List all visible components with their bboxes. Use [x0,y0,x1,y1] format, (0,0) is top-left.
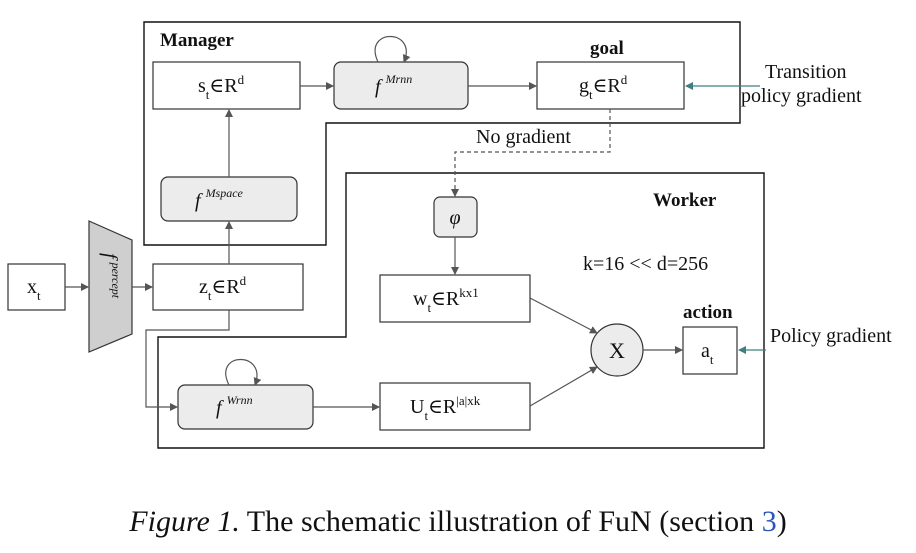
x-input-label: xt [27,276,41,303]
multiply-label: X [609,338,625,363]
k-d-note: k=16 << d=256 [583,253,708,275]
manager-title: Manager [160,30,234,51]
caption-text: The schematic illustration of FuN (secti… [239,505,762,538]
arrow-u-to-multiply [529,366,598,407]
x-input-box [7,263,66,311]
action-label: action [683,302,733,323]
worker-frame [157,172,765,449]
arrow-w-to-multiply [529,297,598,334]
policy-gradient-label: Policy gradient [770,325,892,347]
s-state-label: st∈Rd [198,72,245,102]
arrow-z-to-wrnn [145,310,230,411]
s-state-box [152,61,301,110]
no-gradient-label: No gradient [476,126,571,148]
wrnn-recurrent-loop [225,358,262,386]
u-label: Ut∈R|a|xk [410,393,481,423]
z-label: zt∈Rd [199,273,247,303]
figure-caption: Figure 1. The schematic illustration of … [0,505,916,539]
w-label: wt∈Rkx1 [413,285,479,315]
transition-gradient-line1: Transition [765,61,847,83]
f-wrnn-box [177,384,314,430]
f-percept-label: fpercept [99,253,123,299]
g-goal-box [536,61,685,110]
goal-label: goal [590,38,624,59]
no-gradient-arrow [451,109,611,197]
caption-close: ) [776,505,787,538]
caption-section-link[interactable]: 3 [761,505,777,538]
transition-gradient-line2: policy gradient [741,85,862,107]
f-percept-block [88,220,133,353]
mrnn-recurrent-loop [374,35,411,63]
g-goal-label: gt∈Rd [579,72,628,102]
u-box [379,382,531,431]
manager-frame [143,21,741,246]
action-value-label: at [701,340,714,367]
caption-figure-number: Figure 1. [129,505,240,538]
phi-label: φ [449,207,460,229]
fun-schematic-diagram: Manager goal Worker k=16 << d=256 action… [7,21,892,449]
worker-title: Worker [653,190,717,211]
action-box [682,326,738,375]
z-box [152,263,304,311]
